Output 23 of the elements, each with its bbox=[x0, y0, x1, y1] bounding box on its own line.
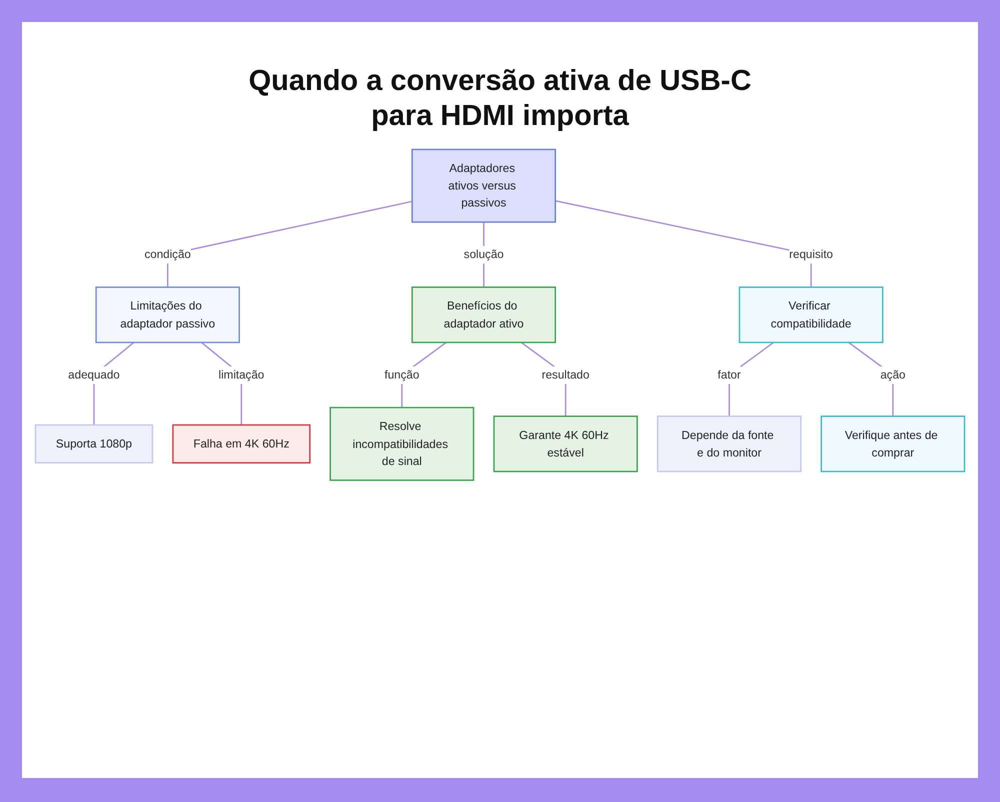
node-box: Suporta 1080p bbox=[34, 424, 154, 464]
edge-label: limitação bbox=[218, 368, 264, 381]
node-box: Garante 4K 60Hz estável bbox=[493, 415, 638, 472]
node-box: Resolve incompatibilidades de sinal bbox=[330, 406, 474, 480]
node-box: Verifique antes de comprar bbox=[820, 415, 966, 472]
connector bbox=[555, 200, 812, 287]
node-box: Verificar compatibilidade bbox=[738, 286, 884, 343]
node-box: Limitações do adaptador passivo bbox=[95, 286, 240, 343]
edge-label: requisito bbox=[789, 248, 833, 261]
node-box: Depende da fonte e do monitor bbox=[656, 415, 802, 472]
edge-label: solução bbox=[464, 248, 504, 261]
node-box: Falha em 4K 60Hz bbox=[172, 424, 311, 464]
diagram-title: Quando a conversão ativa de USB-C para HDMI importa bbox=[248, 64, 752, 134]
edge-label: ação bbox=[880, 368, 906, 381]
node-box: Adaptadores ativos versus passivos bbox=[411, 148, 556, 222]
edge-label: adequado bbox=[68, 368, 120, 381]
connector bbox=[728, 342, 774, 416]
edge-label: condição bbox=[144, 248, 191, 261]
connector bbox=[167, 200, 412, 287]
edge-label: resultado bbox=[542, 368, 590, 381]
edge-label: fator bbox=[718, 368, 741, 381]
node-box: Benefícios do adaptador ativo bbox=[411, 286, 556, 343]
edge-label: função bbox=[384, 368, 420, 381]
